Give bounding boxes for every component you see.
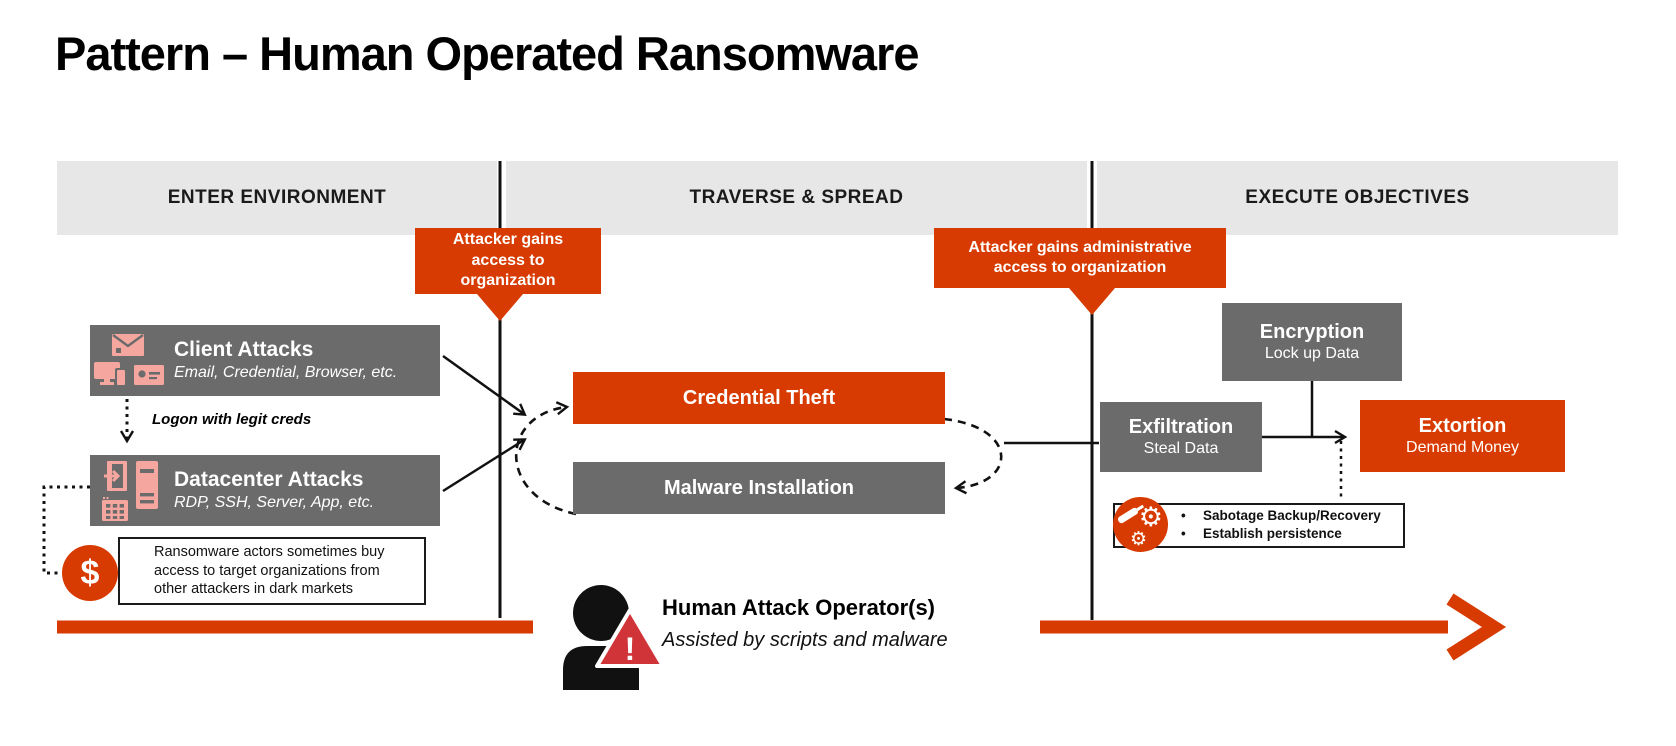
client-attacks-icons — [90, 325, 174, 396]
box-title: Malware Installation — [663, 476, 855, 499]
operator-person-icon: ! — [563, 585, 665, 690]
operator-subtitle: Assisted by scripts and malware — [662, 629, 948, 651]
phase-header-enter-environment: ENTER ENVIRONMENT — [57, 161, 497, 235]
phase-label: EXECUTE OBJECTIVES — [1245, 187, 1470, 208]
phase-label: TRAVERSE & SPREAD — [689, 187, 904, 208]
box-subtitle: Email, Credential, Browser, etc. — [174, 364, 398, 382]
box-title: Extortion — [1418, 414, 1507, 437]
door-exit-icon — [104, 461, 127, 491]
bullet-marker: • — [1181, 508, 1186, 524]
id-card-icon — [134, 365, 164, 385]
phase-header-execute-objectives: EXECUTE OBJECTIVES — [1097, 161, 1618, 235]
screwdriver-shape — [1116, 506, 1140, 525]
bullet-text: Sabotage Backup/Recovery — [1203, 508, 1381, 524]
person-head — [573, 585, 629, 641]
client-attacks-box: Client Attacks Email, Credential, Browse… — [90, 325, 440, 396]
callout-attacker-gains-admin-access: Attacker gains administrative access to … — [934, 228, 1226, 315]
box-subtitle: Demand Money — [1406, 438, 1519, 456]
box-subtitle: RDP, SSH, Server, App, etc. — [174, 494, 375, 512]
box-subtitle: Lock up Data — [1264, 344, 1360, 362]
logon-legit-creds-note: Logon with legit creds — [152, 411, 312, 428]
client-attacks-text: Client Attacks Email, Credential, Browse… — [174, 338, 397, 382]
credential-theft-box: Credential Theft — [573, 372, 945, 424]
box-title: Encryption — [1259, 320, 1365, 343]
server-icon — [136, 461, 158, 509]
envelope-icon — [112, 334, 144, 356]
dark-market-note-text: Ransomware actors sometimes buy access t… — [154, 543, 385, 598]
callout-attacker-gains-access: Attacker gains access to organization — [415, 228, 601, 321]
box-title: Datacenter Attacks — [174, 468, 364, 492]
keypad-icon — [102, 497, 128, 521]
datacenter-attacks-text: Datacenter Attacks RDP, SSH, Server, App… — [174, 468, 374, 512]
arrow-client-to-loop — [442, 354, 527, 416]
dashed-arc-right — [943, 417, 1003, 495]
bullet-marker: • — [1181, 526, 1186, 541]
exfiltration-box: Exfiltration Steal Data — [1100, 402, 1262, 472]
datacenter-attacks-box: Datacenter Attacks RDP, SSH, Server, App… — [90, 455, 440, 526]
phase-label: ENTER ENVIRONMENT — [167, 187, 387, 208]
extortion-box: Extortion Demand Money — [1360, 400, 1565, 472]
datacenter-attacks-icons — [90, 455, 174, 526]
sabotage-gears-icon: ⚙ ⚙ — [1113, 497, 1168, 552]
devices-icon — [94, 362, 127, 387]
objective-bullet-item: • Establish persistence — [1181, 526, 1397, 543]
arrow-datacenter-to-loop — [442, 438, 527, 493]
box-title: Credential Theft — [682, 386, 836, 409]
callout-tail — [477, 294, 523, 321]
gear-glyph: ⚙ — [1130, 528, 1148, 550]
encryption-box: Encryption Lock up Data — [1222, 303, 1402, 381]
objective-bullet-item: • Sabotage Backup/Recovery — [1181, 508, 1397, 525]
operator-title: Human Attack Operator(s) — [662, 595, 936, 620]
dashed-arc-left — [514, 401, 577, 516]
callout-text: Attacker gains access to organization — [452, 231, 564, 290]
malware-installation-box: Malware Installation — [573, 462, 945, 514]
dark-market-note-box: Ransomware actors sometimes buy access t… — [118, 537, 426, 605]
box-subtitle: Steal Data — [1143, 439, 1219, 457]
box-title: Client Attacks — [174, 338, 314, 362]
dollar-circle-icon: $ — [62, 545, 118, 601]
bullet-text: Establish persistence — [1203, 526, 1342, 541]
callout-tail — [1069, 288, 1115, 315]
warning-triangle-icon — [595, 608, 665, 668]
page-title: Pattern – Human Operated Ransomware — [55, 27, 919, 80]
gear-glyph: ⚙ — [1138, 502, 1163, 533]
callout-text: Attacker gains administrative access to … — [968, 238, 1192, 276]
dollar-glyph: $ — [80, 553, 100, 592]
box-title: Exfiltration — [1128, 415, 1234, 438]
operator-arrow-head — [1446, 593, 1507, 661]
phase-header-traverse-spread: TRAVERSE & SPREAD — [506, 161, 1087, 235]
exclamation-glyph: ! — [625, 631, 636, 667]
